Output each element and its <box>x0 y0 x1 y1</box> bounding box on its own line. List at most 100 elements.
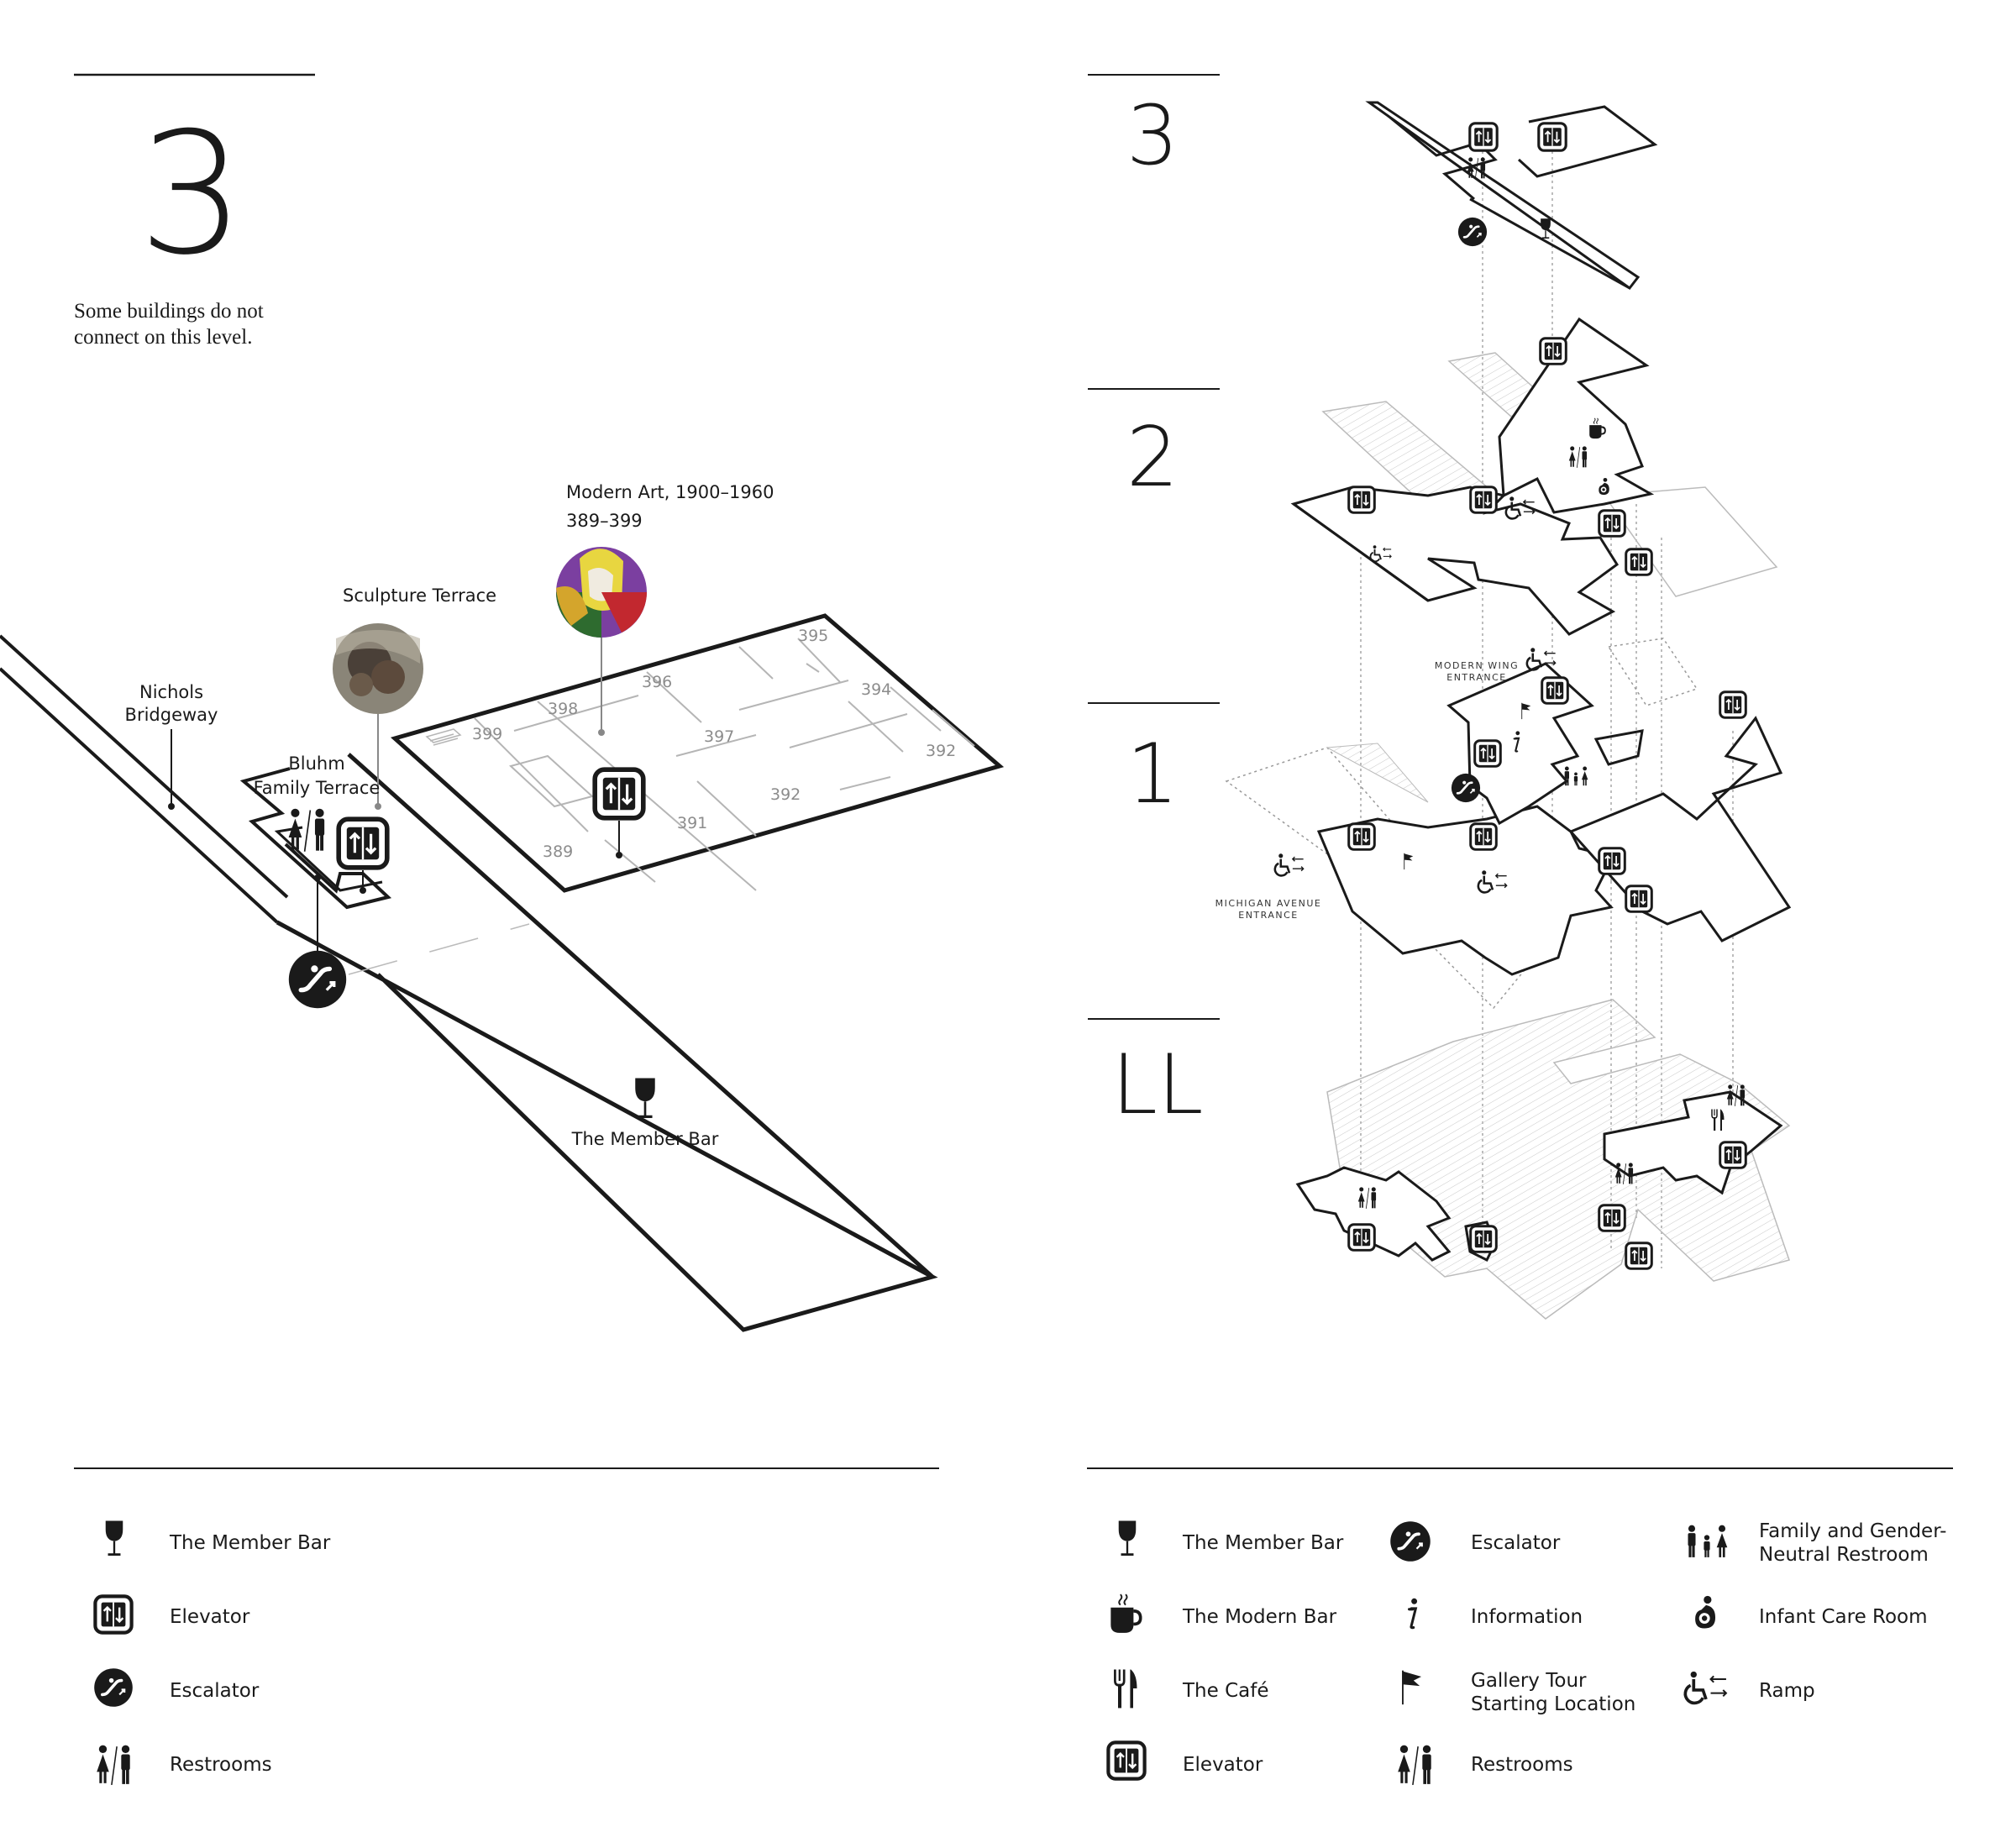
level-ll-label: LL <box>1111 1037 1203 1133</box>
fork-knife-icon <box>1113 1668 1138 1709</box>
wine-glass-icon <box>1117 1519 1137 1557</box>
room-number: 396 <box>642 673 672 691</box>
modern-wing-entrance-label: MODERN WING <box>1435 660 1519 671</box>
ramp-icon <box>1683 1670 1728 1705</box>
legend-label: Elevator <box>1183 1754 1263 1776</box>
bluhm-family-terrace[interactable] <box>239 767 392 910</box>
escalator-icon[interactable] <box>289 951 346 1008</box>
restroom-icon <box>1397 1744 1432 1786</box>
elevator-icon[interactable] <box>1625 1242 1653 1270</box>
legend-right: The Member Bar The Modern Bar The Café E… <box>1108 1519 1947 1786</box>
family-restroom-icon <box>1688 1525 1728 1557</box>
legend-label-2: Neutral Restroom <box>1759 1544 1929 1566</box>
elevator-icon[interactable] <box>1625 548 1653 576</box>
level-ll-plan[interactable] <box>1295 999 1791 1320</box>
elevator-icon[interactable] <box>1347 822 1376 851</box>
room-number: 392 <box>926 742 956 760</box>
legend-left: The Member Bar Elevator Escalator Restro… <box>93 1519 331 1786</box>
elevator-icon[interactable] <box>1473 739 1502 768</box>
level-2-plan[interactable] <box>1290 317 1778 636</box>
room-number: 397 <box>704 727 734 746</box>
legend-label-2: Starting Location <box>1471 1693 1635 1715</box>
walkway-line <box>348 923 530 975</box>
infant-care-icon <box>1695 1595 1716 1629</box>
elevator-icon[interactable] <box>1469 486 1498 514</box>
legend-label: Ramp <box>1759 1680 1815 1702</box>
legend-label: Restrooms <box>1471 1754 1573 1776</box>
escalator-icon <box>93 1667 134 1708</box>
legend-label: The Member Bar <box>1182 1532 1344 1554</box>
room-numbers: 395 396 394 398 397 399 392 392 391 389 <box>472 627 956 861</box>
escalator-icon[interactable] <box>1451 773 1481 803</box>
modern-art-rooms-label: 389–399 <box>566 511 643 531</box>
elevator-icon[interactable] <box>1539 337 1567 365</box>
elevator-icon[interactable] <box>1347 1223 1376 1252</box>
elevator-icon[interactable] <box>1625 885 1653 913</box>
member-bar-label: The Member Bar <box>571 1129 719 1149</box>
level-number: 3 <box>138 97 244 292</box>
bluhm-label: Bluhm <box>288 753 344 774</box>
elevator-icon[interactable] <box>595 769 643 818</box>
room-number: 392 <box>770 785 801 804</box>
level-2-label: 2 <box>1126 410 1179 506</box>
room-number: 398 <box>548 700 578 718</box>
elevator-icon[interactable] <box>1537 122 1567 152</box>
ramp-icon[interactable] <box>1525 647 1557 671</box>
right-panel: 3 2 1 LL <box>1088 74 1792 1320</box>
level-3-label: 3 <box>1126 88 1179 184</box>
flag-icon <box>1402 1669 1422 1706</box>
family-restroom-icon[interactable] <box>1564 766 1588 786</box>
elevator-icon[interactable] <box>1469 822 1498 851</box>
legend-label: Gallery Tour <box>1471 1670 1587 1692</box>
modern-wing-entrance-label-2: ENTRANCE <box>1446 672 1506 683</box>
michigan-entrance-label: MICHIGAN AVENUE <box>1215 898 1322 909</box>
elevator-icon[interactable] <box>1598 847 1626 875</box>
level-3-plan[interactable] <box>1365 101 1658 291</box>
sculpture-terrace-label: Sculpture Terrace <box>343 585 496 606</box>
information-icon <box>1407 1597 1419 1630</box>
elevator-icon[interactable] <box>1719 1141 1747 1169</box>
level-note-line2: connect on this level. <box>74 326 252 349</box>
modern-art-label: Modern Art, 1900–1960 <box>566 482 774 502</box>
coffee-cup-icon <box>1109 1593 1142 1635</box>
elevator-icon[interactable] <box>1469 1225 1498 1253</box>
elevator-icon[interactable] <box>1719 690 1747 719</box>
legend-label: Infant Care Room <box>1759 1606 1928 1628</box>
legend-label: Escalator <box>170 1680 260 1702</box>
ramp-icon[interactable] <box>1273 853 1305 877</box>
escalator-icon <box>1389 1520 1431 1562</box>
room-number: 391 <box>677 814 707 832</box>
elevator-icon[interactable] <box>339 819 387 868</box>
legend-label: Restrooms <box>170 1754 272 1776</box>
legend-label: Elevator <box>170 1606 250 1628</box>
sculpture-terrace-thumbnail[interactable] <box>333 623 423 714</box>
escalator-icon[interactable] <box>1457 217 1488 247</box>
elevator-icon <box>1108 1742 1144 1778</box>
room-number: 399 <box>472 725 502 743</box>
elevator-icon[interactable] <box>1541 676 1569 705</box>
room-number: 394 <box>861 680 891 699</box>
level-1-label: 1 <box>1126 727 1179 822</box>
nichols-label: Nichols <box>139 682 203 702</box>
wine-glass-icon[interactable] <box>633 1076 657 1119</box>
restroom-icon[interactable] <box>287 807 326 853</box>
level-1-plan[interactable] <box>1225 638 1792 1010</box>
wine-glass-icon <box>104 1519 124 1557</box>
legend-label: Information <box>1471 1606 1583 1628</box>
elevator-icon <box>95 1596 131 1632</box>
member-bar-corridor[interactable] <box>276 753 938 1332</box>
room-number: 389 <box>543 843 573 861</box>
modern-art-thumbnail[interactable] <box>556 547 647 638</box>
elevator-icon[interactable] <box>1598 509 1626 538</box>
elevator-icon[interactable] <box>1347 486 1376 514</box>
elevator-icon[interactable] <box>1468 122 1499 152</box>
legend-label: Escalator <box>1471 1532 1561 1554</box>
level-note-line1: Some buildings do not <box>74 300 264 323</box>
legend-label: The Café <box>1182 1680 1269 1702</box>
elevator-icon[interactable] <box>1598 1204 1626 1232</box>
modern-art-galleries[interactable] <box>390 613 1005 893</box>
nichols-bridgeway[interactable] <box>0 634 289 924</box>
left-panel: 3 Some buildings do not connect on this … <box>0 73 1005 1332</box>
wine-glass-icon[interactable] <box>1540 218 1551 239</box>
